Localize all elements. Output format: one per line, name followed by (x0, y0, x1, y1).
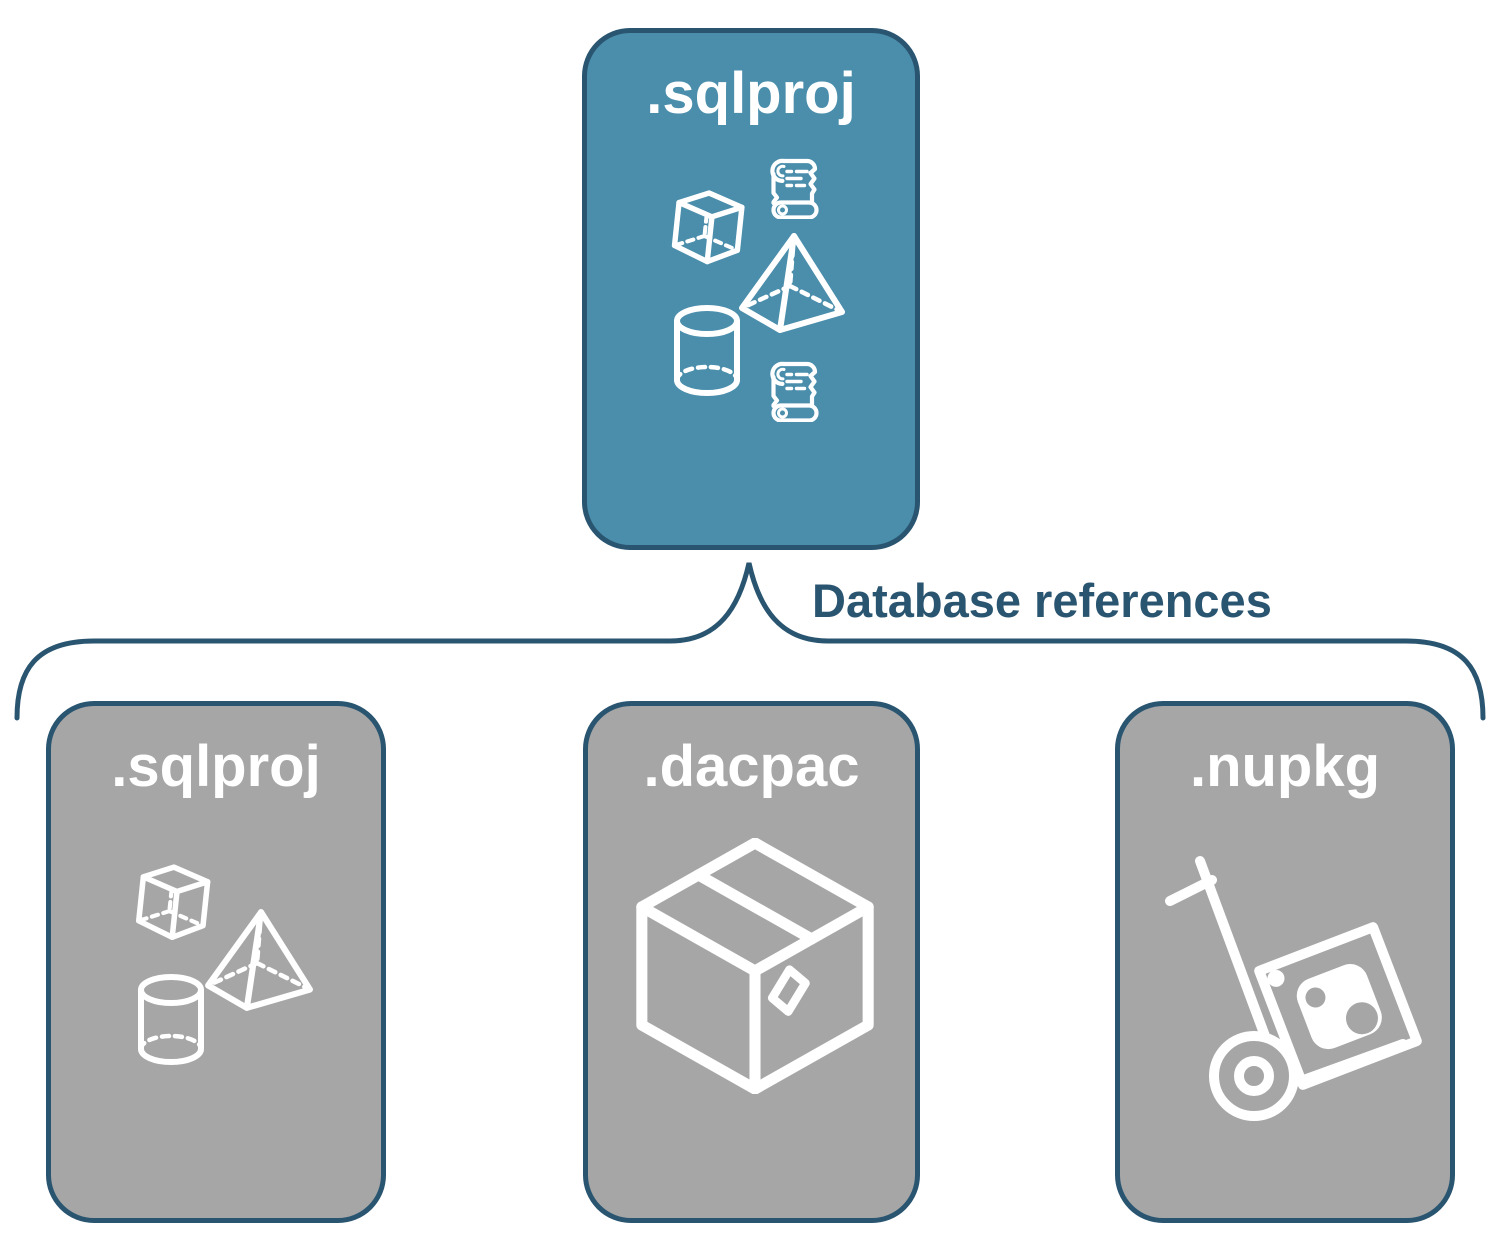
connector-label: Database references (812, 574, 1272, 627)
root-node-sqlproj: .sqlproj (582, 28, 920, 550)
child-node-title: .dacpac (643, 734, 860, 799)
nuget-handtruck-icon (1163, 850, 1423, 1135)
child-node-sqlproj: .sqlproj (46, 701, 386, 1223)
child-node-title: .sqlproj (111, 734, 321, 799)
pyramid-icon (200, 906, 314, 1012)
scroll-icon (760, 157, 824, 219)
package-box-icon (632, 838, 878, 1094)
scroll-icon (760, 360, 824, 422)
pyramid-icon (734, 230, 846, 334)
root-node-title: .sqlproj (646, 61, 856, 126)
child-node-title: .nupkg (1189, 734, 1381, 799)
cylinder-icon (135, 974, 207, 1066)
cylinder-icon (671, 305, 743, 397)
